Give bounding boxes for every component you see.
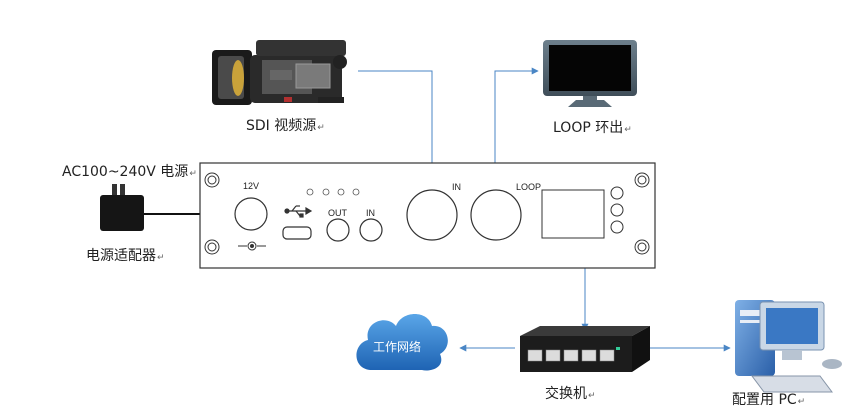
in-small-port (359, 218, 383, 242)
network-label: 工作网络 (373, 340, 422, 354)
paragraph-mark: ↵ (157, 253, 165, 263)
loop-to-monitor-line (494, 67, 539, 208)
camera-icon (212, 40, 347, 105)
usb-port (282, 226, 312, 240)
monitor-label-text: LOOP 环出 (553, 120, 624, 136)
ac-power-label-text: AC100~240V 电源 (62, 164, 189, 180)
usb-icon (284, 205, 313, 218)
loop-port (470, 189, 522, 241)
camera-to-sdi-in-line (358, 70, 436, 206)
paragraph-mark: ↵ (317, 123, 325, 133)
switch-label-text: 交换机 (545, 386, 587, 402)
paragraph-mark: ↵ (588, 391, 596, 401)
ac-power-label: AC100~240V 电源↵ (62, 164, 197, 182)
monitor-label: LOOP 环出↵ (553, 120, 632, 138)
cloud-icon (356, 314, 448, 371)
port-out-label: OUT (328, 208, 347, 218)
adapter-label: 电源适配器↵ (86, 248, 165, 266)
device-panel (199, 162, 656, 269)
sdi-in-port (406, 189, 458, 241)
power-adapter-icon (100, 184, 144, 231)
port-in-small-label: IN (366, 208, 375, 218)
paragraph-mark: ↵ (624, 125, 632, 135)
loop-label: LOOP (516, 182, 542, 192)
camera-label-text: SDI 视频源 (246, 118, 317, 134)
monitor-icon (543, 40, 637, 107)
switch-label: 交换机↵ (545, 386, 596, 404)
pc-label: 配置用 PC↵ (732, 392, 805, 410)
adapter-label-text: 电源适配器 (86, 248, 156, 264)
sdi-in-label: IN (452, 182, 461, 192)
port-12v-label: 12V (243, 181, 260, 191)
paragraph-mark: ↵ (189, 169, 197, 179)
network-switch-icon (520, 326, 650, 372)
camera-label: SDI 视频源↵ (246, 118, 325, 136)
dc-polarity-icon (238, 241, 266, 251)
pc-label-text: 配置用 PC (732, 392, 797, 408)
dc-12v-port (234, 197, 268, 231)
paragraph-mark: ↵ (797, 397, 806, 407)
out-port (326, 218, 350, 242)
ethernet-port (541, 189, 605, 239)
pc-icon (735, 300, 842, 393)
